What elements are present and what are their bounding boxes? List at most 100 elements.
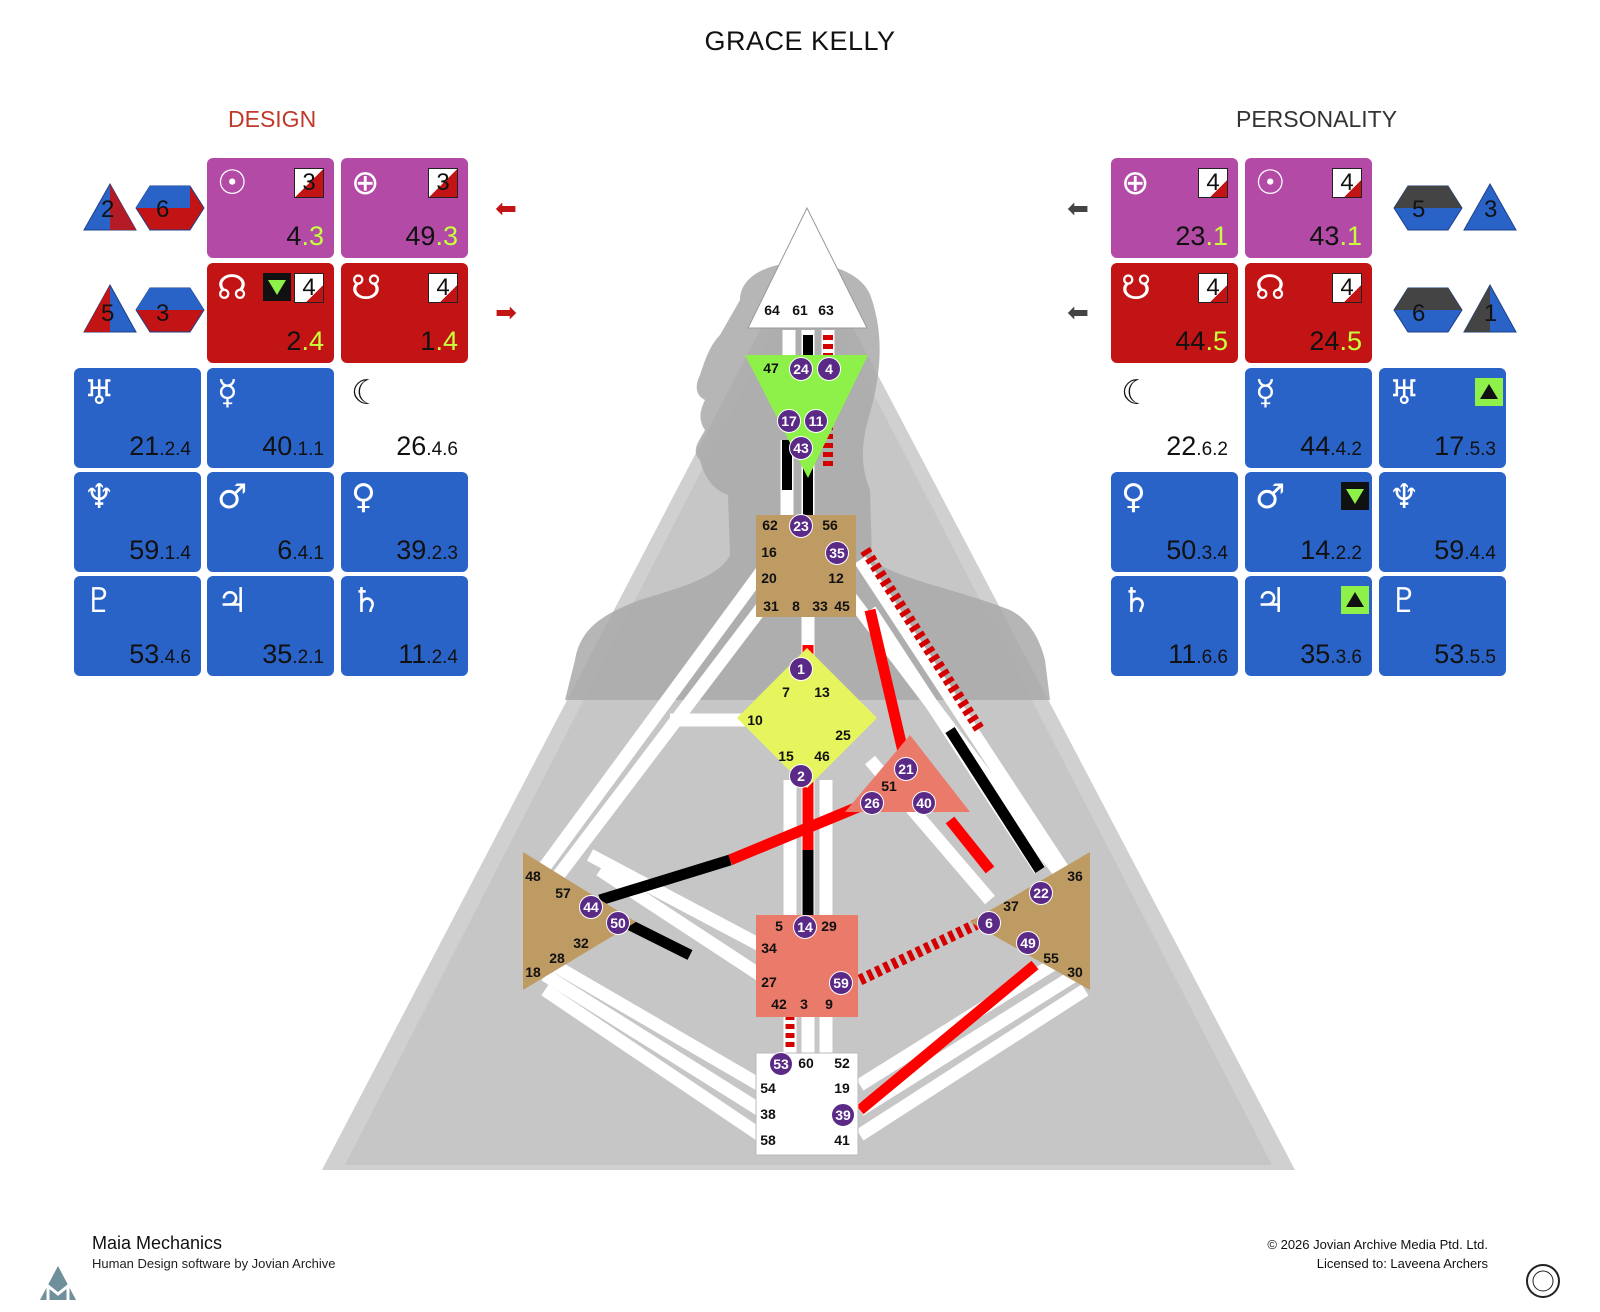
gate-value: 40.1.1 <box>262 431 324 462</box>
gate-number: 26 <box>396 431 427 461</box>
personality-cell-jupiter: ♃35.3.6 <box>1245 576 1372 676</box>
gate-dot: . <box>1464 439 1470 460</box>
gate-line: 2.4 <box>164 439 191 460</box>
design-cell-mercury: ☿ 40.1.1 <box>207 368 334 468</box>
gate-line: 4.2 <box>1335 439 1362 460</box>
gate-61: 61 <box>792 302 808 318</box>
gate-40: 40 <box>912 791 936 815</box>
gate-number: 24 <box>1309 326 1340 356</box>
line-badge: 4 <box>1198 168 1228 198</box>
gate-dot: . <box>159 439 165 460</box>
gate-number: 35 <box>1300 639 1331 669</box>
north-node-icon: ☊ <box>217 268 248 308</box>
gate-7: 7 <box>782 684 790 700</box>
gate-3: 3 <box>800 996 808 1012</box>
gate-37: 37 <box>1003 898 1019 914</box>
jupiter-icon: ♃ <box>217 581 248 621</box>
gate-dot: . <box>426 647 432 668</box>
design-variable-1: 2 <box>101 196 115 223</box>
gate-value: 23.1 <box>1175 221 1228 252</box>
gate-value: 35.2.1 <box>262 639 324 670</box>
line-badge: 4 <box>1332 273 1362 303</box>
footer-copyright: © 2026 Jovian Archive Media Ptd. Ltd. <box>1267 1237 1488 1252</box>
mercury-icon: ☿ <box>1255 373 1276 413</box>
gate-53: 53 <box>769 1052 793 1076</box>
gate-line: 1 <box>1346 221 1362 251</box>
gate-value: 44.4.2 <box>1300 431 1362 462</box>
gate-dot: . <box>1339 221 1347 251</box>
gate-dot: . <box>159 543 165 564</box>
design-arrow-right-2: ➡ <box>495 297 517 327</box>
gate-number: 44 <box>1175 326 1206 356</box>
gate-11: 11 <box>804 409 828 433</box>
gate-13: 13 <box>814 684 830 700</box>
earth-icon: ⊕ <box>351 163 380 203</box>
gate-dot: . <box>301 326 309 356</box>
gate-42: 42 <box>771 996 787 1012</box>
gate-1: 1 <box>789 657 813 681</box>
gate-26: 26 <box>860 791 884 815</box>
gate-number: 2 <box>286 326 302 356</box>
line-badge: 4 <box>1198 273 1228 303</box>
personality-variable-4: 1 <box>1484 300 1498 327</box>
gate-line: 4.4 <box>1469 543 1496 564</box>
gate-55: 55 <box>1043 950 1059 966</box>
gate-number: 14 <box>1300 535 1331 565</box>
design-cell-mars: ♂6.4.1 <box>207 472 334 572</box>
gate-number: 43 <box>1309 221 1340 251</box>
gate-value: 2.4 <box>286 326 324 357</box>
gate-dot: . <box>435 326 443 356</box>
gate-41: 41 <box>834 1132 850 1148</box>
gate-line: 1.1 <box>297 439 324 460</box>
personality-arrow-left-2: ⬅ <box>1067 297 1089 327</box>
south-node-icon: ☋ <box>351 268 382 308</box>
triangle-down-icon <box>1341 482 1369 510</box>
gate-dot: . <box>292 647 298 668</box>
gate-35: 35 <box>825 541 849 565</box>
chart-title: GRACE KELLY <box>704 26 896 56</box>
gate-39: 39 <box>831 1103 855 1127</box>
gate-value: 1.4 <box>420 326 458 357</box>
gate-dot: . <box>1330 543 1336 564</box>
gate-9: 9 <box>825 996 833 1012</box>
gate-34: 34 <box>761 940 777 956</box>
mercury-icon: ☿ <box>217 373 238 413</box>
footer-tagline: Human Design software by Jovian Archive <box>92 1256 336 1271</box>
head-center <box>747 206 868 329</box>
g-center <box>737 648 877 788</box>
gate-line: 6.6 <box>1201 647 1228 668</box>
gate-36: 36 <box>1067 868 1083 884</box>
gate-line: 2.3 <box>431 543 458 564</box>
gate-number: 21 <box>129 431 160 461</box>
gate-dot: . <box>1196 543 1202 564</box>
gate-8: 8 <box>792 598 800 614</box>
north-node-icon: ☊ <box>1255 268 1286 308</box>
gate-dot: . <box>1196 439 1202 460</box>
gate-17: 17 <box>777 409 801 433</box>
gate-value: 24.5 <box>1309 326 1362 357</box>
gate-number: 53 <box>129 639 160 669</box>
gate-line: 4 <box>308 326 324 356</box>
design-cell-moon: ☾26.4.6 <box>341 368 468 468</box>
gate-5: 5 <box>775 918 783 934</box>
gate-number: 59 <box>129 535 160 565</box>
gate-23: 23 <box>789 514 813 538</box>
gate-22: 22 <box>1029 881 1053 905</box>
gate-number: 50 <box>1166 535 1197 565</box>
line-badge: 3 <box>294 168 324 198</box>
personality-cell-mercury: ☿ 44.4.2 <box>1245 368 1372 468</box>
gate-12: 12 <box>828 570 844 586</box>
sun-icon: ☉ <box>1255 163 1286 203</box>
gate-value: 11.6.6 <box>1168 639 1228 670</box>
triangle-up-icon <box>1341 586 1369 614</box>
gate-51: 51 <box>881 778 897 794</box>
gate-number: 49 <box>405 221 436 251</box>
gate-46: 46 <box>814 748 830 764</box>
design-arrow-left-1: ⬅ <box>495 193 517 223</box>
gate-value: 59.4.4 <box>1434 535 1496 566</box>
gate-line: 3.4 <box>1201 543 1228 564</box>
gate-value: 44.5 <box>1175 326 1228 357</box>
gate-line: 1 <box>1212 221 1228 251</box>
gate-dot: . <box>292 439 298 460</box>
